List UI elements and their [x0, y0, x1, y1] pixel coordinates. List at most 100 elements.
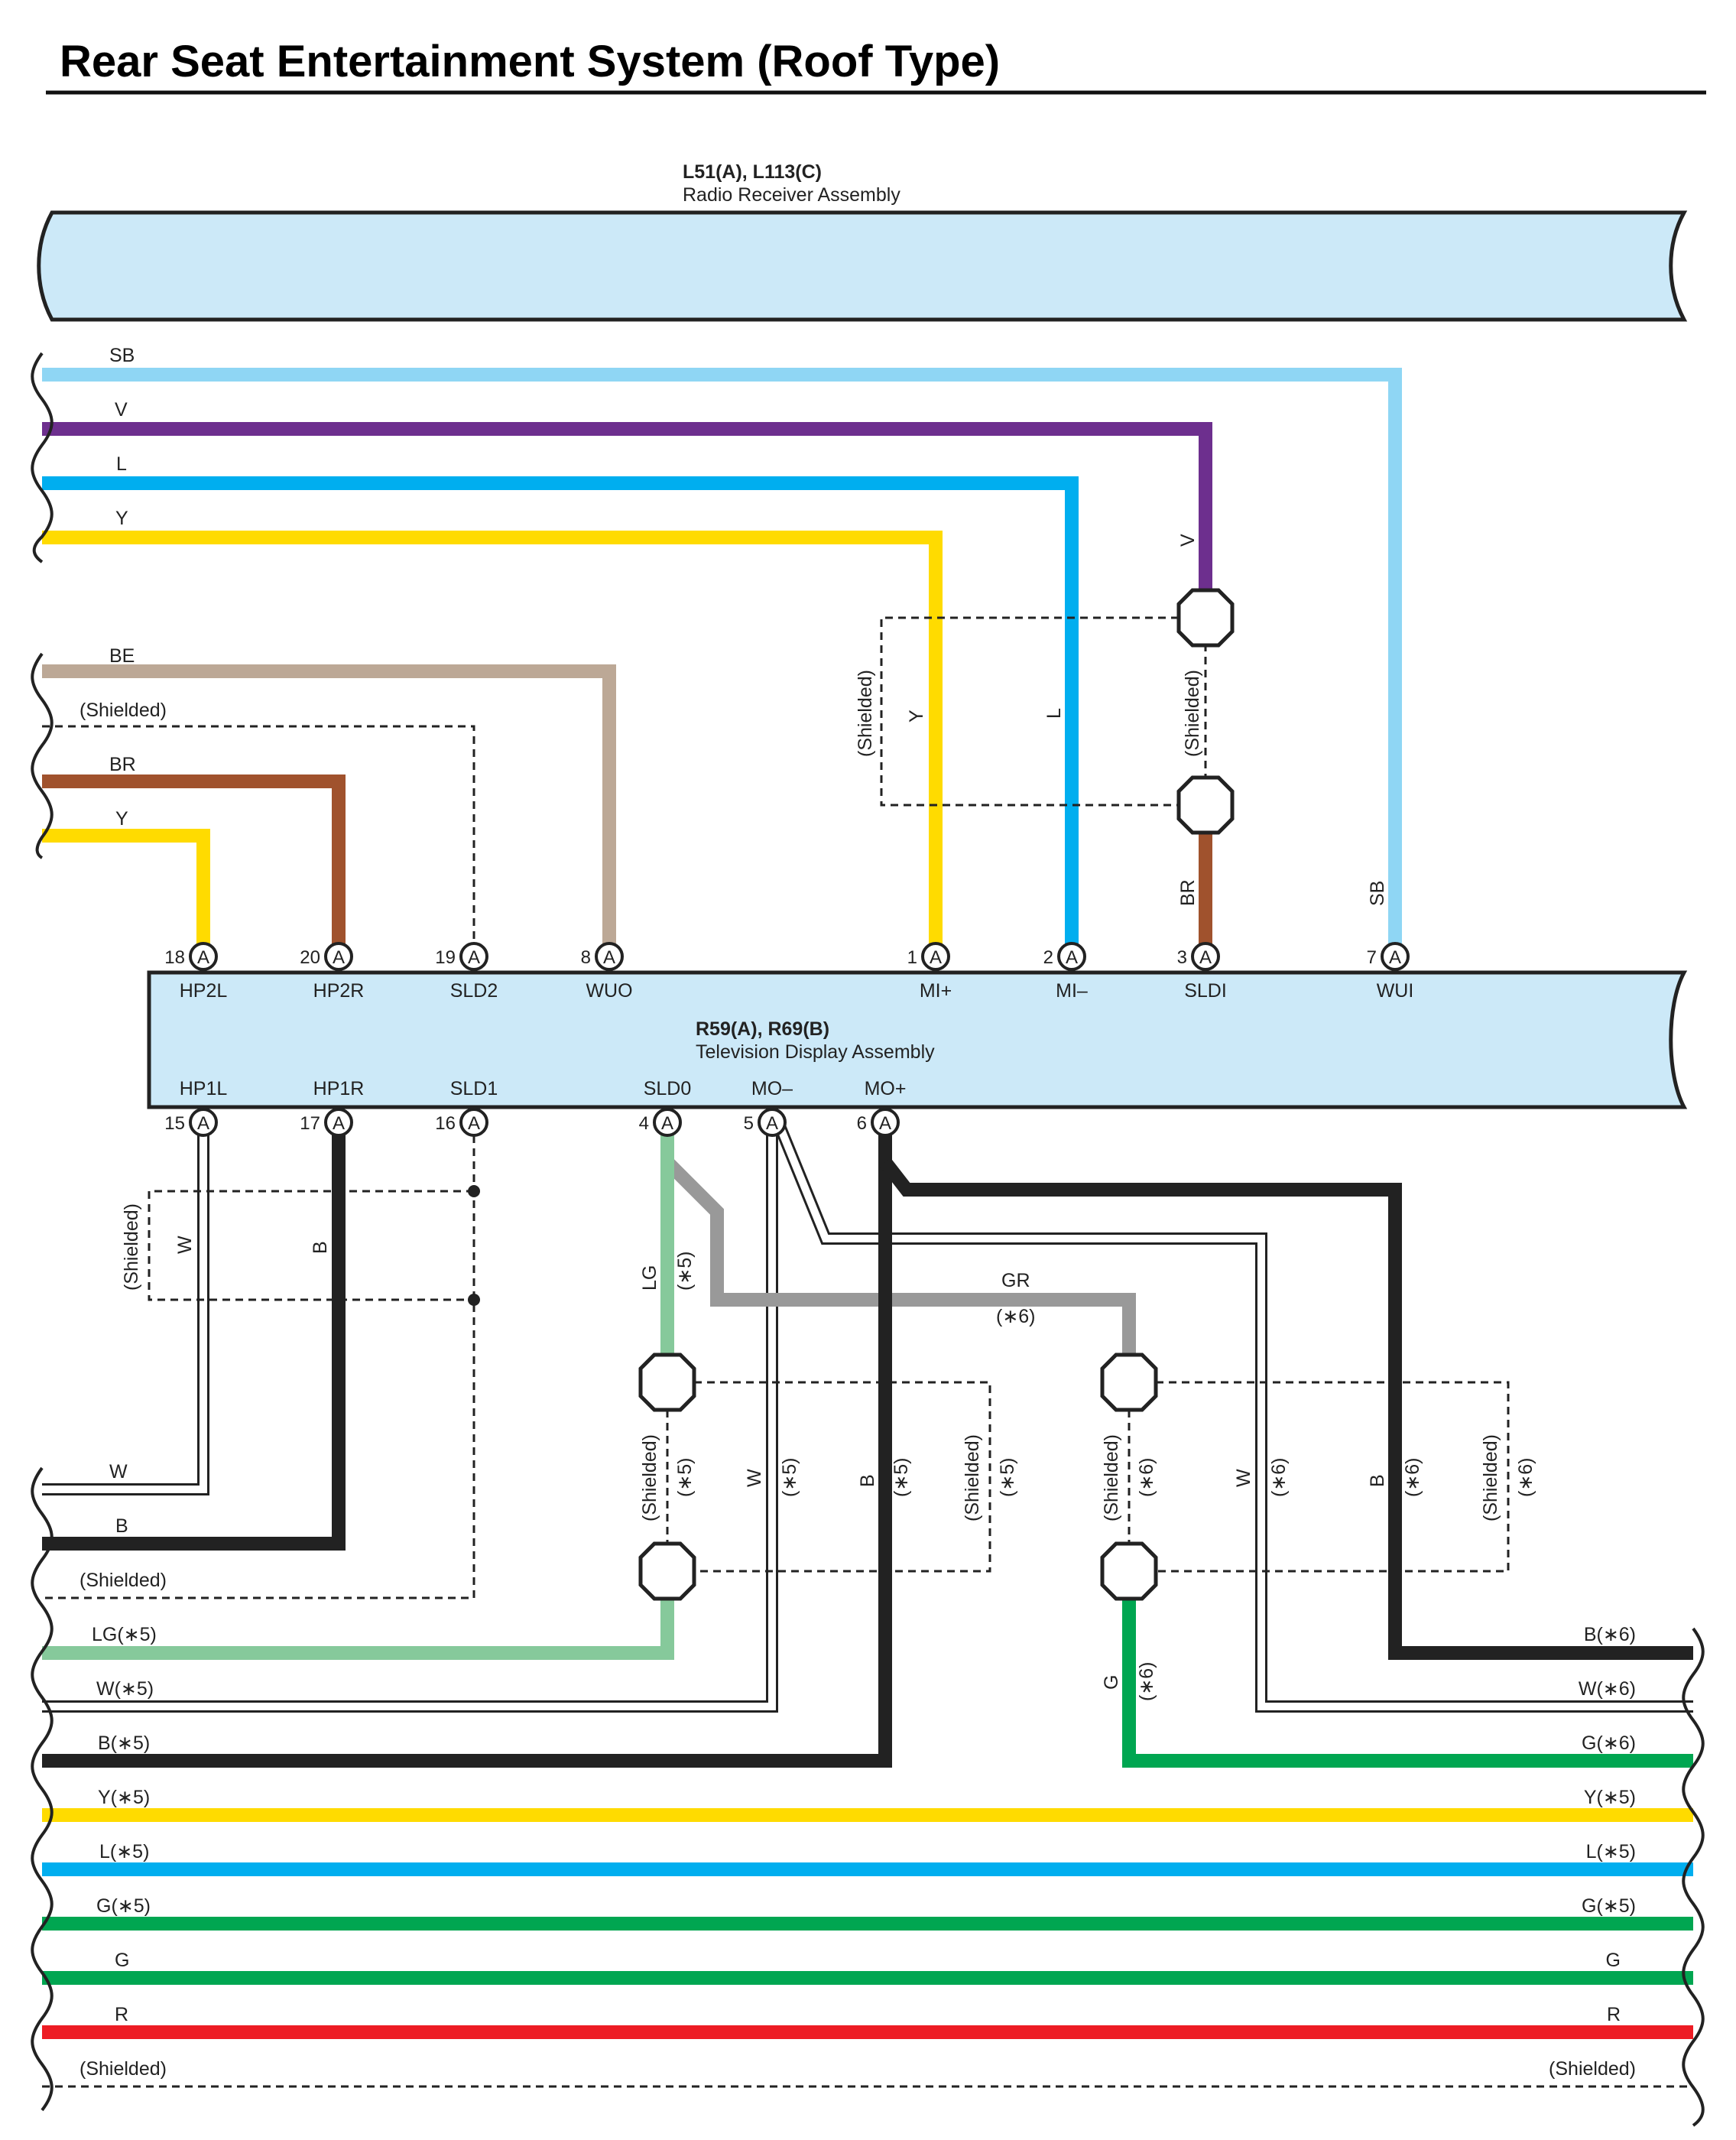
- pin-connector-letter: A: [879, 1113, 891, 1134]
- pin-connector-letter: A: [1066, 947, 1078, 968]
- label-l-vert: L: [1043, 708, 1065, 719]
- label-g5-right: G(∗5): [1582, 1895, 1636, 1917]
- label-n6-gr: (∗6): [996, 1306, 1036, 1327]
- pin-name-15: HP1L: [180, 1078, 228, 1099]
- junction-6-lower: [1100, 1541, 1158, 1601]
- left-break-mid: [31, 652, 54, 859]
- label-b5-left: B(∗5): [98, 1732, 150, 1754]
- label-sb: SB: [109, 345, 135, 366]
- shield-junction-lower: [1176, 775, 1235, 835]
- wire-y-hp2l: [42, 829, 210, 948]
- label-w-vert: W: [174, 1236, 196, 1254]
- shielded-sld2: [42, 725, 475, 948]
- wire-w6-right: [774, 1121, 1693, 1710]
- label-gr: GR: [1001, 1270, 1030, 1291]
- label-shielded-vert-hp1: (Shielded): [121, 1203, 142, 1291]
- label-n5-lg: (∗5): [674, 1251, 696, 1291]
- label-g-vert: G: [1101, 1675, 1122, 1690]
- pin-circle-7: [1381, 942, 1410, 971]
- pin-circle-17: [324, 1108, 353, 1137]
- label-shielded-left-2: (Shielded): [79, 1570, 167, 1591]
- label-shielded-1: (Shielded): [79, 700, 167, 721]
- pin-circle-4: [653, 1108, 682, 1137]
- label-n6-g: (∗6): [1136, 1661, 1157, 1701]
- label-n6-box: (∗6): [1515, 1457, 1536, 1497]
- radio-receiver-name: Radio Receiver Assembly: [683, 184, 900, 206]
- wire-b5-left: [42, 1122, 892, 1768]
- label-y-2: Y: [115, 808, 128, 830]
- pin-circle-2: [1057, 942, 1086, 971]
- label-y-vert: Y: [906, 710, 927, 723]
- shield-box-5: [694, 1381, 991, 1573]
- label-y: Y: [115, 508, 128, 529]
- pin-connector-letter: A: [468, 1113, 480, 1134]
- shield-box-mi: [880, 616, 1179, 807]
- wire-y: [42, 531, 943, 948]
- tv-display-name: Television Display Assembly: [696, 1041, 935, 1063]
- pin-bottom-15: A 15 HP1L: [164, 1078, 228, 1137]
- break-marks: [31, 352, 1705, 2127]
- upper-wire-labels: SB V L Y BE (Shielded) BR Y V (Shielded)…: [79, 345, 1388, 906]
- label-y5-right: Y(∗5): [1584, 1787, 1636, 1808]
- label-g-right: G: [1606, 1950, 1621, 1971]
- label-l5-left: L(∗5): [99, 1841, 149, 1862]
- label-v-vert: V: [1177, 534, 1199, 547]
- pin-connector-letter: A: [333, 947, 345, 968]
- label-shielded-vert-5a: (Shielded): [639, 1434, 660, 1521]
- shielded-sld1: [42, 1122, 475, 1599]
- label-w-left: W: [109, 1461, 128, 1482]
- pin-circle-8: [595, 942, 624, 971]
- lower-wire-labels: (Shielded) W B LG (∗5) GR (∗6) (Shielded…: [79, 1203, 1636, 2080]
- label-b6-right: B(∗6): [1584, 1624, 1636, 1645]
- label-shielded-vert-2: (Shielded): [1182, 670, 1203, 757]
- shield-dot-1: [468, 1185, 480, 1197]
- right-break-lower: [1682, 1627, 1705, 2127]
- pin-number-7: 7: [1367, 947, 1377, 968]
- radio-receiver-box: [37, 210, 1688, 322]
- label-w-vert-5: W: [744, 1469, 765, 1487]
- pin-name-4: SLD0: [644, 1078, 692, 1099]
- pin-number-17: 17: [300, 1113, 320, 1134]
- radio-receiver-code: L51(A), L113(C): [683, 161, 822, 183]
- pin-number-1: 1: [907, 947, 917, 968]
- label-shielded-vert-6b: (Shielded): [1480, 1434, 1501, 1521]
- tv-display-box: [147, 970, 1688, 1109]
- pin-number-4: 4: [639, 1113, 649, 1134]
- label-y5-left: Y(∗5): [98, 1787, 150, 1808]
- wire-br: [42, 774, 346, 948]
- pin-circle-20: [324, 942, 353, 971]
- pin-number-16: 16: [435, 1113, 456, 1134]
- label-g-left: G: [115, 1950, 129, 1971]
- pin-circle-6: [871, 1108, 900, 1137]
- pin-connector-letter: A: [930, 947, 942, 968]
- label-shielded-vert-1: (Shielded): [855, 670, 876, 757]
- diagram-title: Rear Seat Entertainment System (Roof Typ…: [60, 37, 1000, 86]
- pin-name-7: WUI: [1377, 980, 1414, 1002]
- label-n5-shield: (∗5): [674, 1457, 696, 1497]
- shield-junction-upper: [1176, 588, 1235, 648]
- pin-number-15: 15: [164, 1113, 185, 1134]
- pin-connector-letter: A: [603, 947, 615, 968]
- label-be: BE: [109, 645, 135, 667]
- pin-connector-letter: A: [766, 1113, 778, 1134]
- pin-connector-letter: A: [333, 1113, 345, 1134]
- label-shielded-left-3: (Shielded): [79, 2058, 167, 2080]
- tv-top-pins: A18HP2LA20HP2RA19SLD2A8WUOA1MI+A2MI–A3SL…: [164, 942, 1414, 1002]
- pin-name-5: MO–: [751, 1078, 793, 1099]
- label-sb-vert: SB: [1367, 881, 1388, 906]
- pin-number-20: 20: [300, 947, 320, 968]
- label-g5-left: G(∗5): [96, 1895, 151, 1917]
- label-w5-left: W(∗5): [96, 1678, 154, 1700]
- pin-name-18: HP2L: [180, 980, 228, 1002]
- pin-name-6: MO+: [865, 1078, 907, 1099]
- junction-6-upper: [1100, 1353, 1158, 1412]
- shield-dot-2: [468, 1294, 480, 1306]
- pin-connector-letter: A: [197, 1113, 209, 1134]
- wire-w-hp1l: [42, 1122, 207, 1493]
- pin-name-19: SLD2: [450, 980, 498, 1002]
- label-lg-vert: LG: [639, 1265, 660, 1291]
